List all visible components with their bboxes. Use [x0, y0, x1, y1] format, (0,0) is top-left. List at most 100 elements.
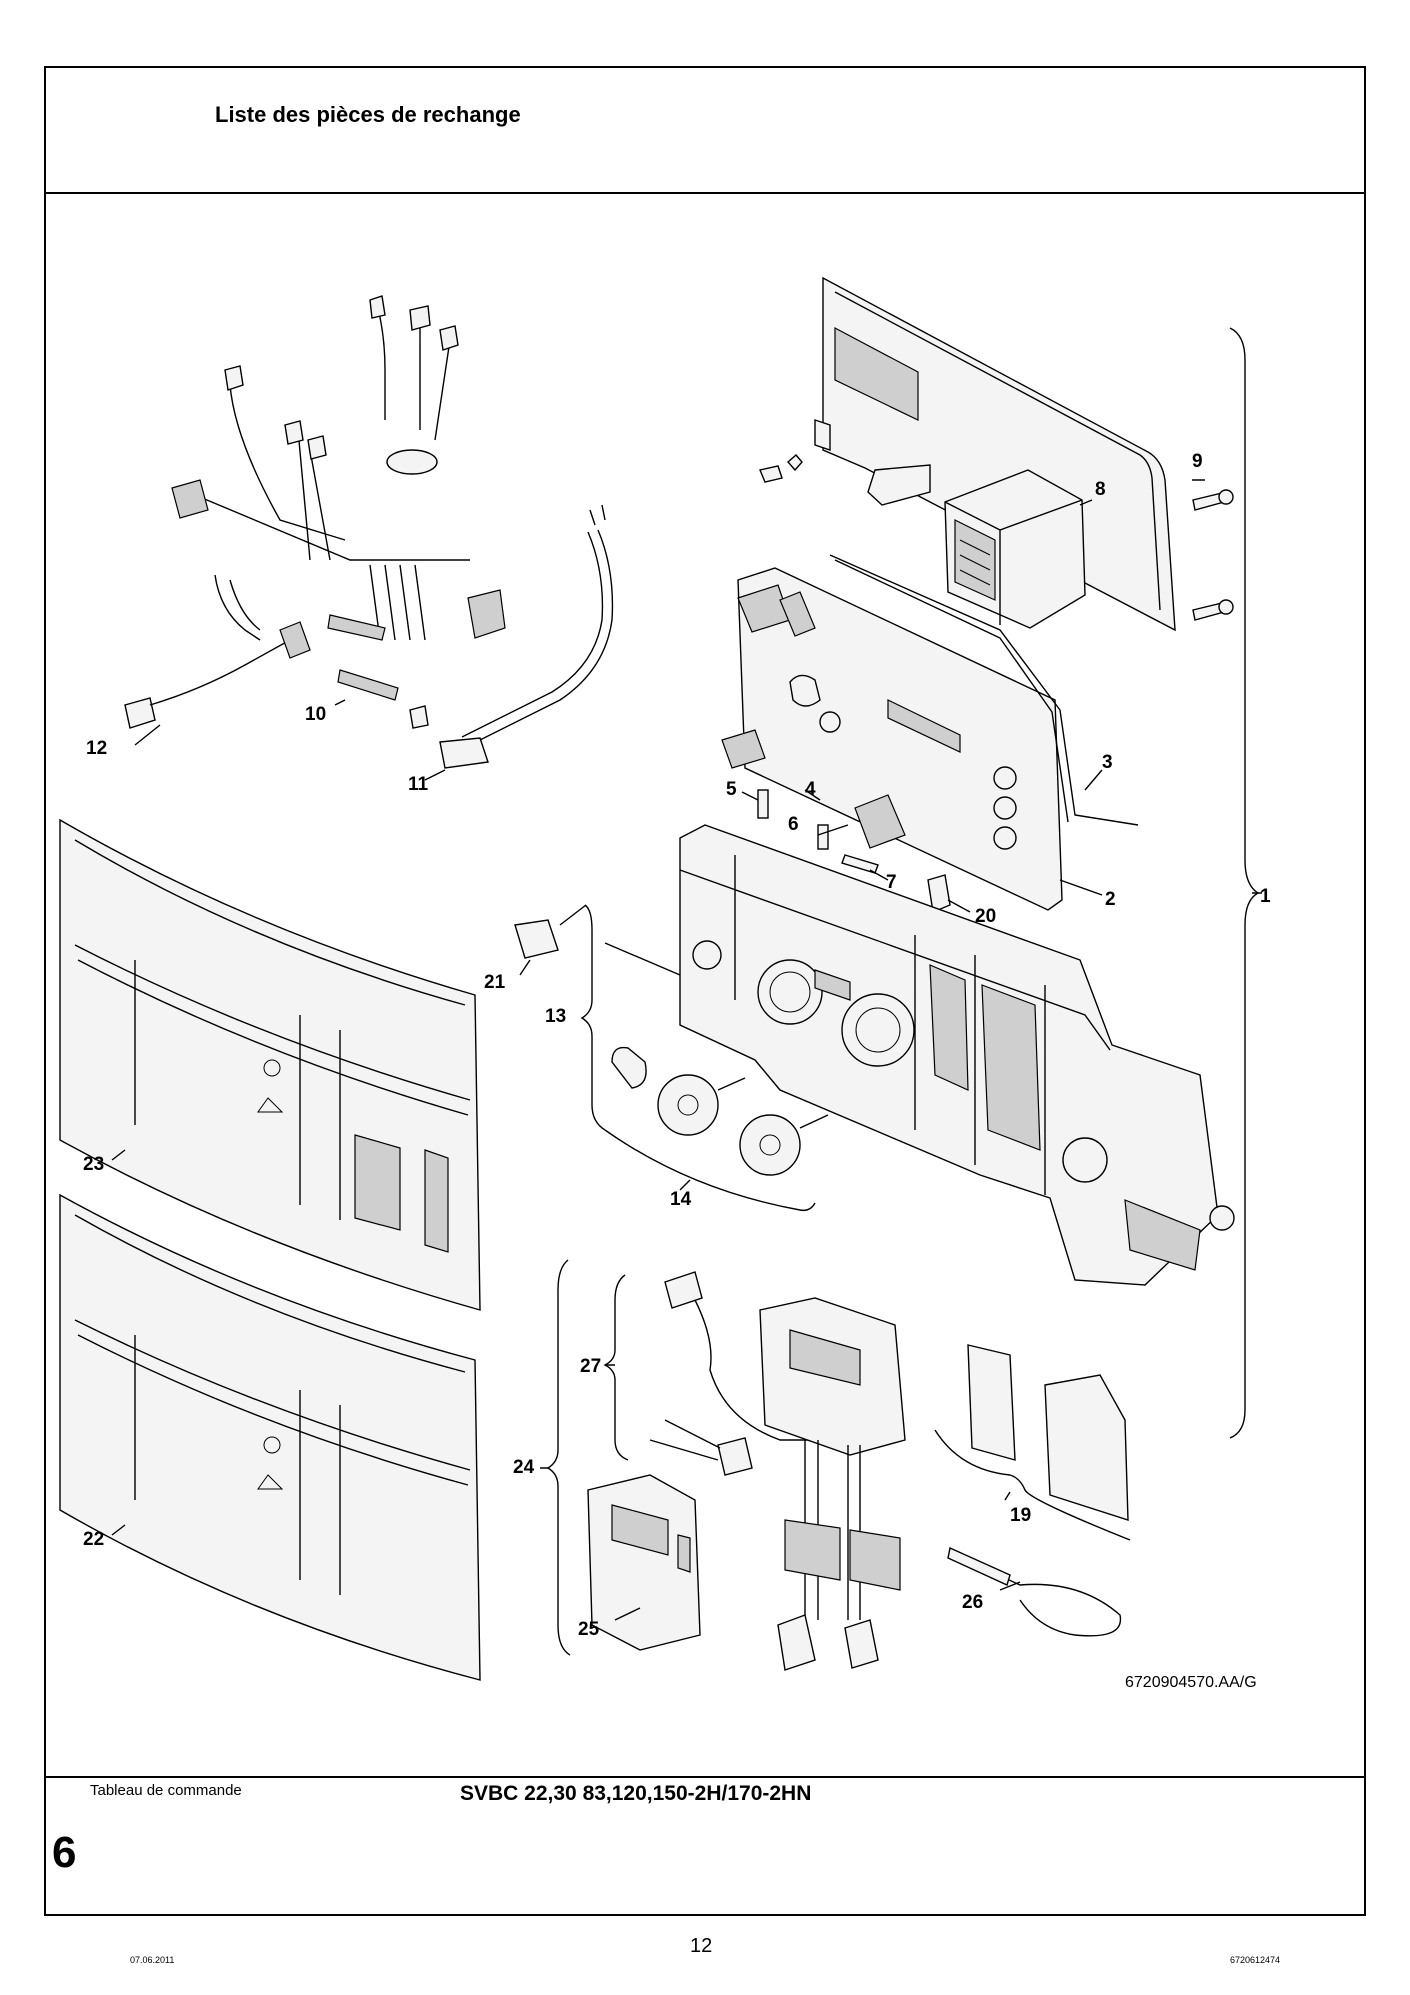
harness-plug-c — [439, 325, 459, 351]
frame-23 — [59, 818, 481, 1311]
cable-11-tips — [589, 504, 606, 526]
cover-19a — [967, 1344, 1016, 1461]
header-divider — [44, 192, 1366, 194]
bracket-24 — [546, 1259, 571, 1656]
footer-section-label: Tableau de commande — [90, 1782, 242, 1799]
callout-25: 25 — [578, 1619, 600, 1640]
pcb-knob-a — [993, 766, 1017, 790]
sensor-26-cable — [954, 1554, 1122, 1637]
callout-27: 27 — [580, 1356, 601, 1377]
page-frame — [44, 66, 1366, 1916]
harness-wires — [194, 297, 470, 561]
harness-plug-e — [284, 420, 304, 445]
fuse-5 — [757, 789, 769, 819]
cap-21 — [514, 919, 559, 959]
plate-window — [834, 327, 919, 421]
housing-hole — [1062, 1137, 1108, 1183]
dial-left-inner — [769, 971, 811, 1013]
pcb-terminal — [721, 729, 766, 769]
footer-model: SVBC 22,30 83,120,150-2H/170-2HN — [460, 1782, 812, 1805]
cable-label-a — [784, 1519, 841, 1581]
pcb-terminal-block — [854, 794, 906, 849]
harness-plug-b — [409, 305, 431, 331]
connector-20 — [927, 874, 951, 913]
footer-date: 07.06.2011 — [130, 1955, 175, 1965]
bracket-27 — [603, 1274, 629, 1461]
screw-9a-head — [1218, 489, 1234, 505]
cover-19b — [1044, 1374, 1129, 1521]
mounting-plate-edge — [834, 291, 1161, 611]
figure-reference: 6720904570.AA/G — [1125, 1674, 1257, 1691]
dial-right — [841, 993, 915, 1067]
callout-12: 12 — [86, 738, 107, 759]
cable-plug-b — [844, 1619, 879, 1669]
housing-button — [692, 940, 722, 970]
bracket-13 — [580, 904, 606, 1131]
knob-a — [657, 1074, 719, 1136]
harness-grommet — [386, 449, 438, 475]
callout-9: 9 — [1192, 451, 1203, 472]
pcb-board — [737, 567, 1063, 911]
plate-tab — [814, 419, 831, 451]
harness-plug-g — [171, 479, 209, 519]
screw-9b-head — [1218, 599, 1234, 615]
footer-divider — [44, 1776, 1366, 1778]
plate-clip — [867, 464, 931, 506]
controller-window — [789, 1329, 861, 1386]
harness-plug-i — [409, 705, 429, 729]
callout-1: 1 — [1260, 886, 1271, 907]
callout-10: 10 — [305, 704, 326, 725]
knob-b-center — [759, 1134, 781, 1156]
cable-27 — [694, 1299, 815, 1441]
bracket-14 — [604, 1129, 816, 1212]
housing-slot-a — [929, 964, 969, 1091]
module-25-button — [677, 1534, 691, 1573]
leader-21-tail — [559, 904, 587, 926]
knob-b — [739, 1114, 801, 1176]
harness-plug-a — [369, 295, 386, 319]
harness-plug-d — [224, 365, 244, 391]
callout-26: 26 — [962, 1592, 983, 1613]
fuse-6 — [817, 824, 829, 850]
frame-22 — [59, 1193, 481, 1681]
harness-clamp — [327, 614, 386, 641]
dial-right-inner — [855, 1007, 901, 1053]
transformer-edges — [944, 499, 1083, 625]
callout-7: 7 — [886, 872, 897, 893]
callout-8: 8 — [1095, 479, 1106, 500]
callout-5: 5 — [726, 779, 737, 800]
housing-edges — [679, 855, 1111, 1195]
harness-connector-10 — [337, 669, 399, 701]
housing-display — [814, 969, 851, 1001]
cable-label-b — [849, 1529, 901, 1591]
bracket-19 — [934, 1429, 1131, 1541]
screw-small — [759, 465, 783, 483]
harness-bundle — [369, 564, 426, 641]
dial-left — [757, 959, 823, 1025]
callout-19: 19 — [1010, 1505, 1031, 1526]
plug-27 — [664, 1271, 703, 1309]
callout-2: 2 — [1105, 889, 1116, 910]
callout-21: 21 — [484, 972, 506, 993]
pcb-capacitor — [789, 674, 821, 707]
fuse-7 — [841, 854, 879, 874]
callout-11: 11 — [408, 774, 429, 795]
harness-12-plug — [279, 621, 311, 659]
housing-slot-b — [981, 984, 1041, 1151]
nut-small — [787, 454, 803, 472]
callout-4: 4 — [805, 779, 816, 800]
section-number: 6 — [52, 1828, 77, 1877]
document-number: 6720612474 — [1230, 1955, 1281, 1965]
strap-3b — [834, 559, 1069, 823]
callout-3: 3 — [1102, 752, 1113, 773]
sensor-26-probe — [947, 1547, 1011, 1586]
page-number: 12 — [690, 1935, 713, 1957]
harness-plug-h — [467, 589, 506, 639]
cable-11-end — [439, 737, 489, 769]
callout-6: 6 — [788, 814, 799, 835]
callout-20: 20 — [975, 906, 996, 927]
callout-24: 24 — [513, 1457, 535, 1478]
housing-pin — [1209, 1205, 1235, 1231]
strap-3 — [829, 554, 1139, 826]
